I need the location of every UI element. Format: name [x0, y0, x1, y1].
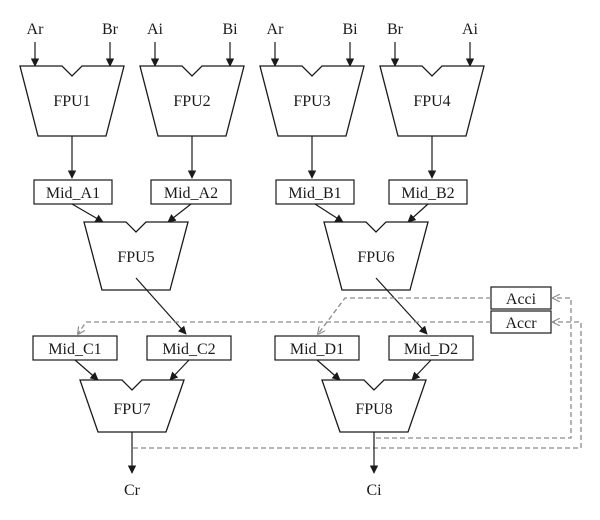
- input-label-fpu1-a: Ar: [27, 21, 45, 38]
- stage2-wires: [71, 203, 429, 223]
- output-label-ci: Ci: [366, 482, 382, 499]
- mid-d1-label: Mid_D1: [290, 341, 344, 358]
- input-label-fpu2-b: Bi: [222, 21, 238, 38]
- fpu4-label: FPU4: [413, 93, 450, 110]
- mid-b1-label: Mid_B1: [288, 185, 341, 202]
- stage3-wires: [135, 277, 428, 335]
- input-label-fpu4-b: Ai: [462, 21, 479, 38]
- input-label-fpu4-a: Br: [387, 21, 404, 38]
- fpu7-block: FPU7: [79, 379, 185, 433]
- register-mid-d1: Mid_D1: [274, 335, 360, 361]
- fpu3-block: FPU3: [259, 65, 365, 137]
- mid-b2-label: Mid_B2: [401, 185, 454, 202]
- acci-label: Acci: [506, 291, 537, 308]
- mid-c1-label: Mid_C1: [48, 341, 101, 358]
- output-wires: [127, 432, 379, 474]
- fpu4-block: FPU4: [379, 65, 485, 137]
- fpu8-label: FPU8: [355, 401, 392, 418]
- fpu2-label: FPU2: [173, 93, 210, 110]
- fpu8-block: FPU8: [321, 379, 427, 433]
- register-accr: Accr: [490, 310, 552, 334]
- mid-d2-label: Mid_D2: [404, 341, 458, 358]
- fpu5-block: FPU5: [83, 221, 189, 291]
- register-mid-c1: Mid_C1: [32, 335, 118, 361]
- register-mid-b1: Mid_B1: [275, 179, 355, 205]
- input-label-fpu3-b: Bi: [342, 21, 358, 38]
- feedback-wires: [78, 298, 582, 449]
- mid-a2-label: Mid_A2: [164, 185, 218, 202]
- accr-label: Accr: [505, 315, 537, 332]
- fpu1-block: FPU1: [19, 65, 125, 137]
- fpu6-block: FPU6: [323, 221, 429, 291]
- register-acci: Acci: [490, 286, 552, 310]
- output-label-cr: Cr: [124, 482, 141, 499]
- fpu2-block: FPU2: [139, 65, 245, 137]
- input-label-fpu3-a: Ar: [267, 21, 285, 38]
- register-mid-a2: Mid_A2: [150, 179, 232, 205]
- stage1-wires: [67, 136, 437, 179]
- register-mid-c2: Mid_C2: [146, 335, 232, 361]
- fpu6-label: FPU6: [357, 249, 394, 266]
- mid-a1-label: Mid_A1: [46, 185, 100, 202]
- input-label-fpu2-a: Ai: [147, 21, 164, 38]
- register-mid-a1: Mid_A1: [33, 179, 113, 205]
- input-wires: [30, 42, 475, 67]
- register-mid-b2: Mid_B2: [388, 179, 468, 205]
- fpu1-label: FPU1: [53, 93, 90, 110]
- fpu3-label: FPU3: [293, 93, 330, 110]
- register-mid-d2: Mid_D2: [388, 335, 474, 361]
- mid-c2-label: Mid_C2: [162, 341, 215, 358]
- input-label-fpu1-b: Br: [102, 21, 119, 38]
- fpu5-label: FPU5: [117, 249, 154, 266]
- fpu7-label: FPU7: [113, 401, 150, 418]
- stage4-wires: [74, 359, 432, 381]
